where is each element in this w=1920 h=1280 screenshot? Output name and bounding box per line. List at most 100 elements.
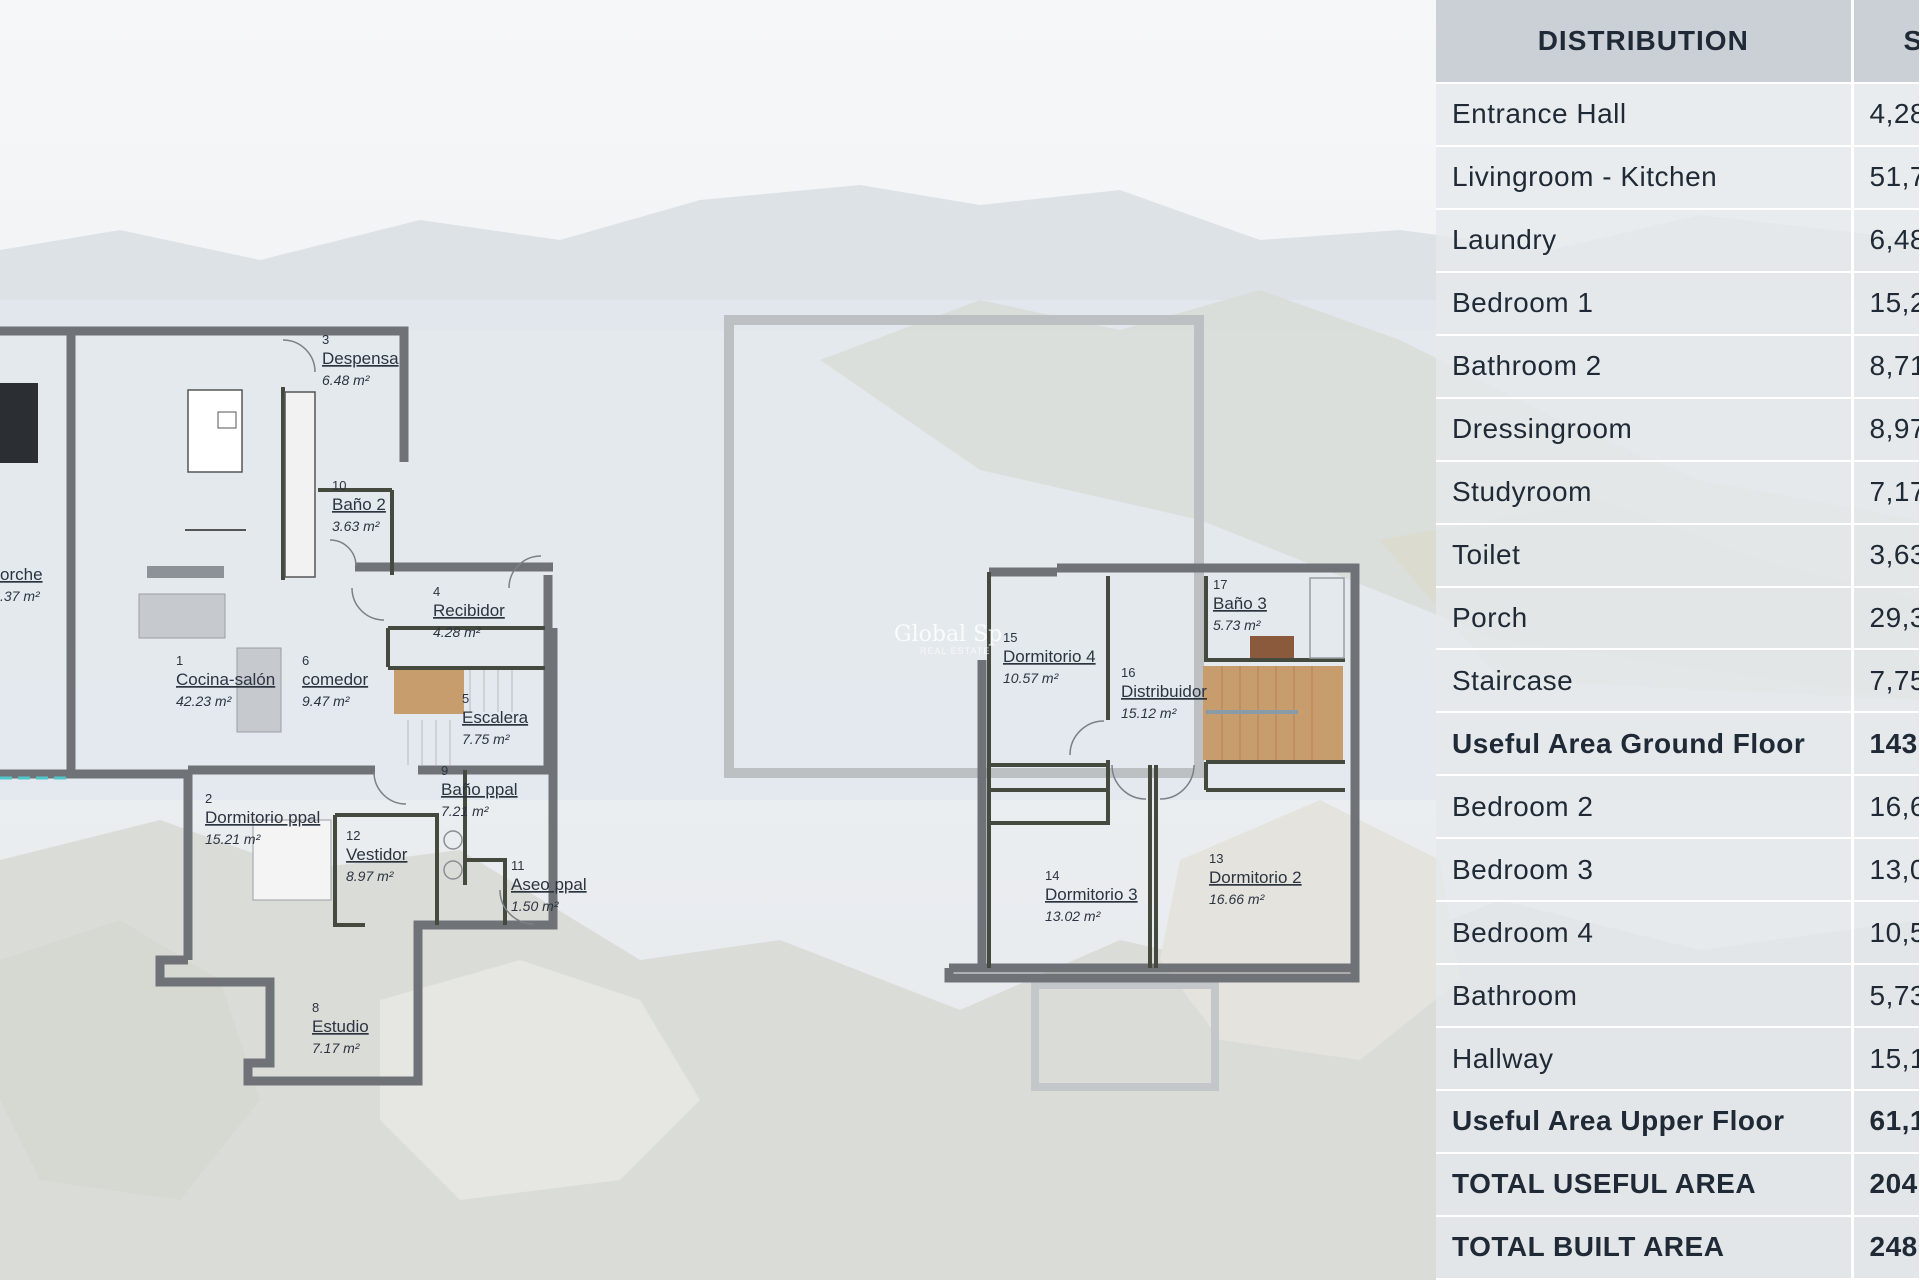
row-value: 29,3 (1852, 586, 1920, 651)
row-label: Laundry (1436, 208, 1854, 273)
room-num: 4 (433, 584, 440, 599)
room-num: 2 (205, 791, 212, 806)
row-value: 3,63 (1852, 523, 1920, 588)
row-label: Dressingroom (1436, 397, 1854, 462)
room-name: Recibidor (433, 601, 505, 620)
room-num: 3 (322, 332, 329, 347)
row-value: 15,2 (1852, 271, 1920, 336)
room-num: 13 (1209, 851, 1223, 866)
header-distribution: DISTRIBUTION (1436, 0, 1854, 84)
row-label: Staircase (1436, 649, 1854, 714)
row-value: 61,1 (1852, 1090, 1920, 1154)
room-name: comedor (302, 670, 368, 689)
room-num: 12 (346, 828, 360, 843)
room-area: 5.73 m² (1213, 617, 1262, 633)
room-name: Baño ppal (441, 780, 518, 799)
room-num: 16 (1121, 665, 1135, 680)
row-value: 248 (1852, 1215, 1920, 1280)
table-row: Bedroom 216,6 (1436, 775, 1920, 840)
roof-outline (724, 315, 1204, 778)
row-value: 51,7 (1852, 145, 1920, 210)
distribution-table: DISTRIBUTION S Entrance Hall4,28Livingro… (1436, 0, 1920, 1280)
header-surface: S (1852, 0, 1920, 84)
room-area: 7.17 m² (312, 1040, 361, 1056)
room-name: Despensa (322, 349, 399, 368)
watermark-brand: Global Sp (894, 622, 1002, 647)
dining-table-icon (0, 383, 38, 463)
bed-icon (252, 819, 332, 901)
room-num: 15 (1003, 630, 1017, 645)
room-area: 6.48 m² (322, 372, 371, 388)
table-row: Bedroom 115,2 (1436, 271, 1920, 336)
room-area: 4.28 m² (433, 624, 482, 640)
row-value: 6,48 (1852, 208, 1920, 273)
room-num: 11 (511, 858, 525, 873)
row-value: 4,28 (1852, 83, 1920, 147)
row-label: Useful Area Upper Floor (1436, 1090, 1854, 1154)
room-num: 5 (462, 691, 469, 706)
watermark-sub: REAL ESTATE (920, 646, 990, 656)
room-name: Distribuidor (1121, 682, 1207, 701)
room-num: 6 (302, 653, 309, 668)
table-row: Bedroom 410,5 (1436, 901, 1920, 966)
row-value: 143 (1852, 712, 1920, 777)
kitchen-island-icon (187, 389, 243, 473)
row-value: 16,6 (1852, 775, 1920, 840)
room-area: 16.66 m² (1209, 891, 1266, 907)
row-label: Bedroom 3 (1436, 838, 1854, 903)
row-label: Toilet (1436, 523, 1854, 588)
room-area: 1.50 m² (511, 898, 560, 914)
sink-icon (443, 830, 463, 850)
table-row: Bathroom 28,71 (1436, 334, 1920, 399)
room-area: 9.47 m² (302, 693, 351, 709)
shower-icon (1309, 577, 1345, 659)
room-area: 7.75 m² (462, 731, 511, 747)
room-name: Cocina-salón (176, 670, 275, 689)
room-num: 1 (176, 653, 183, 668)
room-area: 7.21 m² (441, 803, 490, 819)
row-value: 7,75 (1852, 649, 1920, 714)
row-label: Livingroom - Kitchen (1436, 145, 1854, 210)
room-name: Dormitorio 3 (1045, 885, 1138, 904)
row-value: 8,71 (1852, 334, 1920, 399)
row-value: 7,17 (1852, 460, 1920, 525)
row-value: 10,5 (1852, 901, 1920, 966)
table-header-row: DISTRIBUTION S (1436, 0, 1920, 84)
row-label: Studyroom (1436, 460, 1854, 525)
bathroom-vanity-icon (1250, 636, 1294, 658)
row-label: TOTAL BUILT AREA (1436, 1215, 1854, 1280)
upper-floor-plan (724, 315, 1360, 1091)
room-area: 3.63 m² (332, 518, 381, 534)
room-name: Dormitorio 4 (1003, 647, 1096, 666)
room-name: Estudio (312, 1017, 369, 1036)
row-label: Useful Area Ground Floor (1436, 712, 1854, 777)
room-num: 9 (441, 763, 448, 778)
room-area: 15.12 m² (1121, 705, 1178, 721)
row-label: Bedroom 1 (1436, 271, 1854, 336)
room-area: 42.23 m² (176, 693, 233, 709)
pantry-shelves-icon (284, 391, 316, 578)
room-name: Dormitorio 2 (1209, 868, 1302, 887)
room-name: Baño 2 (332, 495, 386, 514)
row-label: Porch (1436, 586, 1854, 651)
room-num: 14 (1045, 868, 1059, 883)
row-label: Entrance Hall (1436, 83, 1854, 147)
row-label: Bathroom (1436, 964, 1854, 1029)
room-name: Vestidor (346, 845, 408, 864)
room-num: 10 (332, 478, 346, 493)
